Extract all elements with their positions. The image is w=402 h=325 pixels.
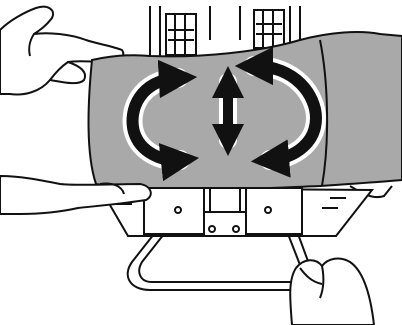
release-handle xyxy=(128,234,315,290)
right-hand-bottom xyxy=(290,259,374,325)
